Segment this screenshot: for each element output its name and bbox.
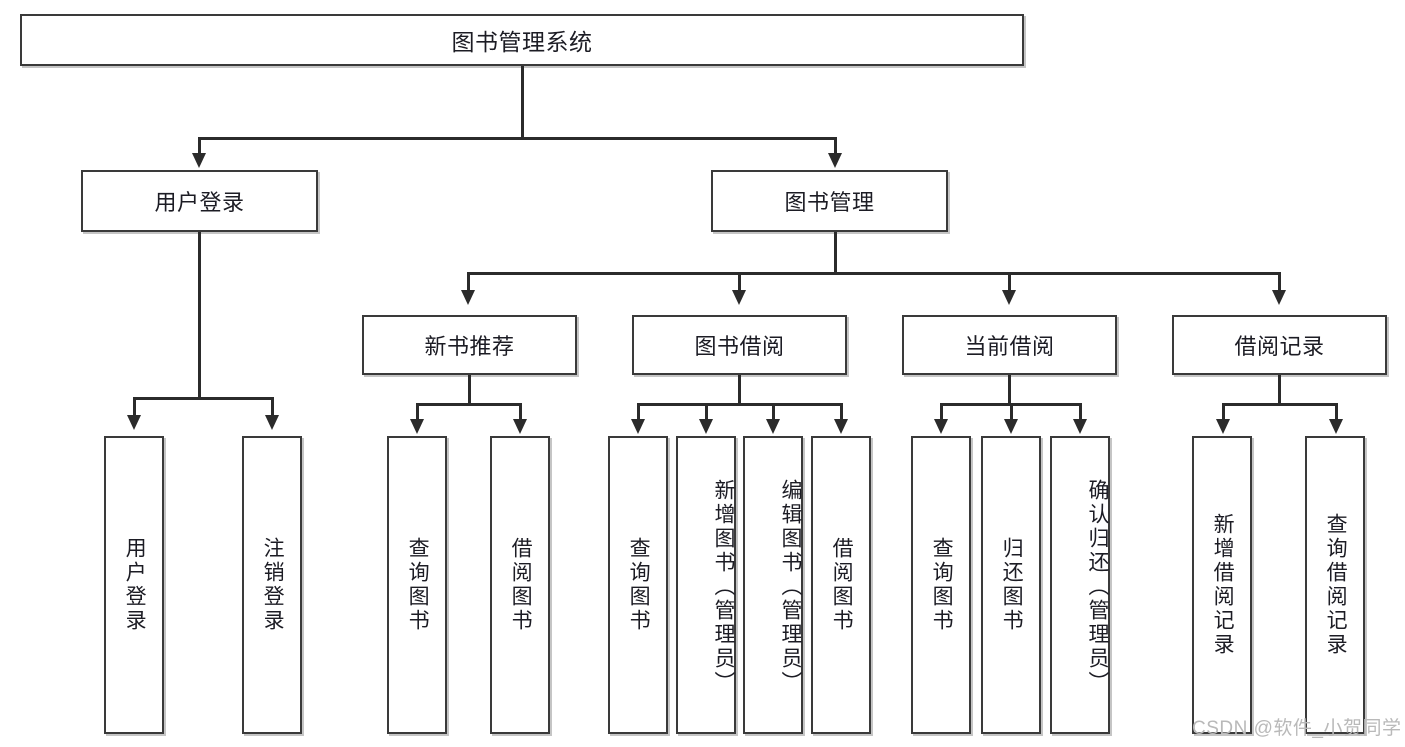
connector-nb-stem	[468, 375, 471, 404]
connector-br-bus	[1222, 403, 1337, 406]
node-book-borrow-label: 图书借阅	[694, 334, 785, 359]
leaf-label: 查询图书	[627, 537, 651, 633]
connector-bb-stem	[738, 375, 741, 404]
connector-bm-drop-2	[738, 272, 741, 292]
leaf-label: 用户登录	[123, 537, 147, 633]
connector-book-manage-stem	[834, 232, 837, 273]
leaf-nb-query-book[interactable]: 查询图书	[387, 436, 447, 734]
arrow-to-borrow-record	[1272, 290, 1286, 305]
leaf-label: 注销登录	[261, 537, 285, 633]
leaf-bb-query-book[interactable]: 查询图书	[608, 436, 668, 734]
connector-cb-drop-2	[1010, 403, 1013, 421]
connector-cb-stem	[1008, 375, 1011, 404]
leaf-nb-borrow-book[interactable]: 借阅图书	[490, 436, 550, 734]
arrow-to-leaf-user-login	[127, 415, 141, 430]
node-new-book-label: 新书推荐	[424, 334, 515, 359]
connector-bb-drop-2	[705, 403, 708, 421]
leaf-cb-confirm-return[interactable]: 确认归还（管理员）	[1050, 436, 1110, 734]
leaf-cb-query-book[interactable]: 查询图书	[911, 436, 971, 734]
leaf-label: 编辑图书（管理员）	[779, 479, 802, 695]
leaf-label: 借阅图书	[830, 537, 854, 633]
connector-nb-bus	[416, 403, 521, 406]
arrow-to-current-borrow	[1002, 290, 1016, 305]
connector-bm-drop-3	[1008, 272, 1011, 292]
node-root-label: 图书管理系统	[451, 29, 593, 55]
leaf-user-login[interactable]: 用户登录	[104, 436, 164, 734]
connector-br-drop-1	[1222, 403, 1225, 421]
arrow-to-book-borrow	[732, 290, 746, 305]
watermark-text: CSDN @软件_小贺同学	[1192, 718, 1402, 739]
arrow-bb-leaf-1	[631, 419, 645, 434]
leaf-label: 新增借阅记录	[1211, 513, 1235, 657]
leaf-logout[interactable]: 注销登录	[242, 436, 302, 734]
arrow-to-user-login	[192, 153, 206, 168]
connector-user-login-stem	[198, 232, 201, 398]
leaf-br-add-record[interactable]: 新增借阅记录	[1192, 436, 1252, 734]
connector-bb-drop-4	[840, 403, 843, 421]
leaf-label: 查询借阅记录	[1324, 513, 1348, 657]
connector-bm-drop-4	[1278, 272, 1281, 292]
connector-bm-drop-1	[467, 272, 470, 292]
connector-book-manage-bus	[467, 272, 1280, 275]
leaf-bb-borrow-book[interactable]: 借阅图书	[811, 436, 871, 734]
arrow-bb-leaf-3	[766, 419, 780, 434]
connector-cb-drop-3	[1079, 403, 1082, 421]
leaf-label: 查询图书	[406, 537, 430, 633]
connector-root-stem	[521, 66, 524, 138]
leaf-cb-return-book[interactable]: 归还图书	[981, 436, 1041, 734]
arrow-to-new-book	[461, 290, 475, 305]
connector-bb-drop-1	[637, 403, 640, 421]
connector-user-login-bus	[133, 397, 274, 400]
connector-user-login-drop-2	[271, 397, 274, 417]
connector-nb-drop-2	[519, 403, 522, 421]
leaf-bb-add-book[interactable]: 新增图书（管理员）	[676, 436, 736, 734]
connector-bb-drop-3	[772, 403, 775, 421]
connector-user-login-drop-1	[133, 397, 136, 417]
arrow-bb-leaf-2	[699, 419, 713, 434]
node-book-manage-label: 图书管理	[784, 190, 875, 215]
connector-root-bus	[198, 137, 836, 140]
leaf-label: 查询图书	[930, 537, 954, 633]
arrow-bb-leaf-4	[834, 419, 848, 434]
node-book-borrow[interactable]: 图书借阅	[632, 315, 847, 375]
arrow-nb-leaf-1	[410, 419, 424, 434]
node-user-login-label: 用户登录	[154, 190, 245, 215]
arrow-br-leaf-1	[1216, 419, 1230, 434]
connector-br-drop-2	[1335, 403, 1338, 421]
node-current-borrow-label: 当前借阅	[964, 334, 1055, 359]
connector-nb-drop-1	[416, 403, 419, 421]
leaf-label: 新增图书（管理员）	[712, 479, 735, 695]
connector-cb-drop-1	[940, 403, 943, 421]
leaf-label: 确认归还（管理员）	[1086, 479, 1109, 695]
connector-br-stem	[1278, 375, 1281, 404]
arrow-nb-leaf-2	[513, 419, 527, 434]
arrow-cb-leaf-2	[1004, 419, 1018, 434]
arrow-to-leaf-logout	[265, 415, 279, 430]
connector-bb-bus	[637, 403, 842, 406]
node-borrow-record-label: 借阅记录	[1234, 334, 1325, 359]
node-user-login[interactable]: 用户登录	[81, 170, 318, 232]
leaf-br-query-record[interactable]: 查询借阅记录	[1305, 436, 1365, 734]
connector-root-drop-1	[198, 137, 201, 155]
node-book-manage[interactable]: 图书管理	[711, 170, 948, 232]
arrow-cb-leaf-3	[1073, 419, 1087, 434]
leaf-label: 归还图书	[1000, 537, 1024, 633]
connector-root-drop-2	[834, 137, 837, 155]
arrow-to-book-manage	[828, 153, 842, 168]
leaf-bb-edit-book[interactable]: 编辑图书（管理员）	[743, 436, 803, 734]
node-new-book[interactable]: 新书推荐	[362, 315, 577, 375]
node-borrow-record[interactable]: 借阅记录	[1172, 315, 1387, 375]
node-root[interactable]: 图书管理系统	[20, 14, 1024, 66]
arrow-cb-leaf-1	[934, 419, 948, 434]
leaf-label: 借阅图书	[509, 537, 533, 633]
arrow-br-leaf-2	[1329, 419, 1343, 434]
node-current-borrow[interactable]: 当前借阅	[902, 315, 1117, 375]
